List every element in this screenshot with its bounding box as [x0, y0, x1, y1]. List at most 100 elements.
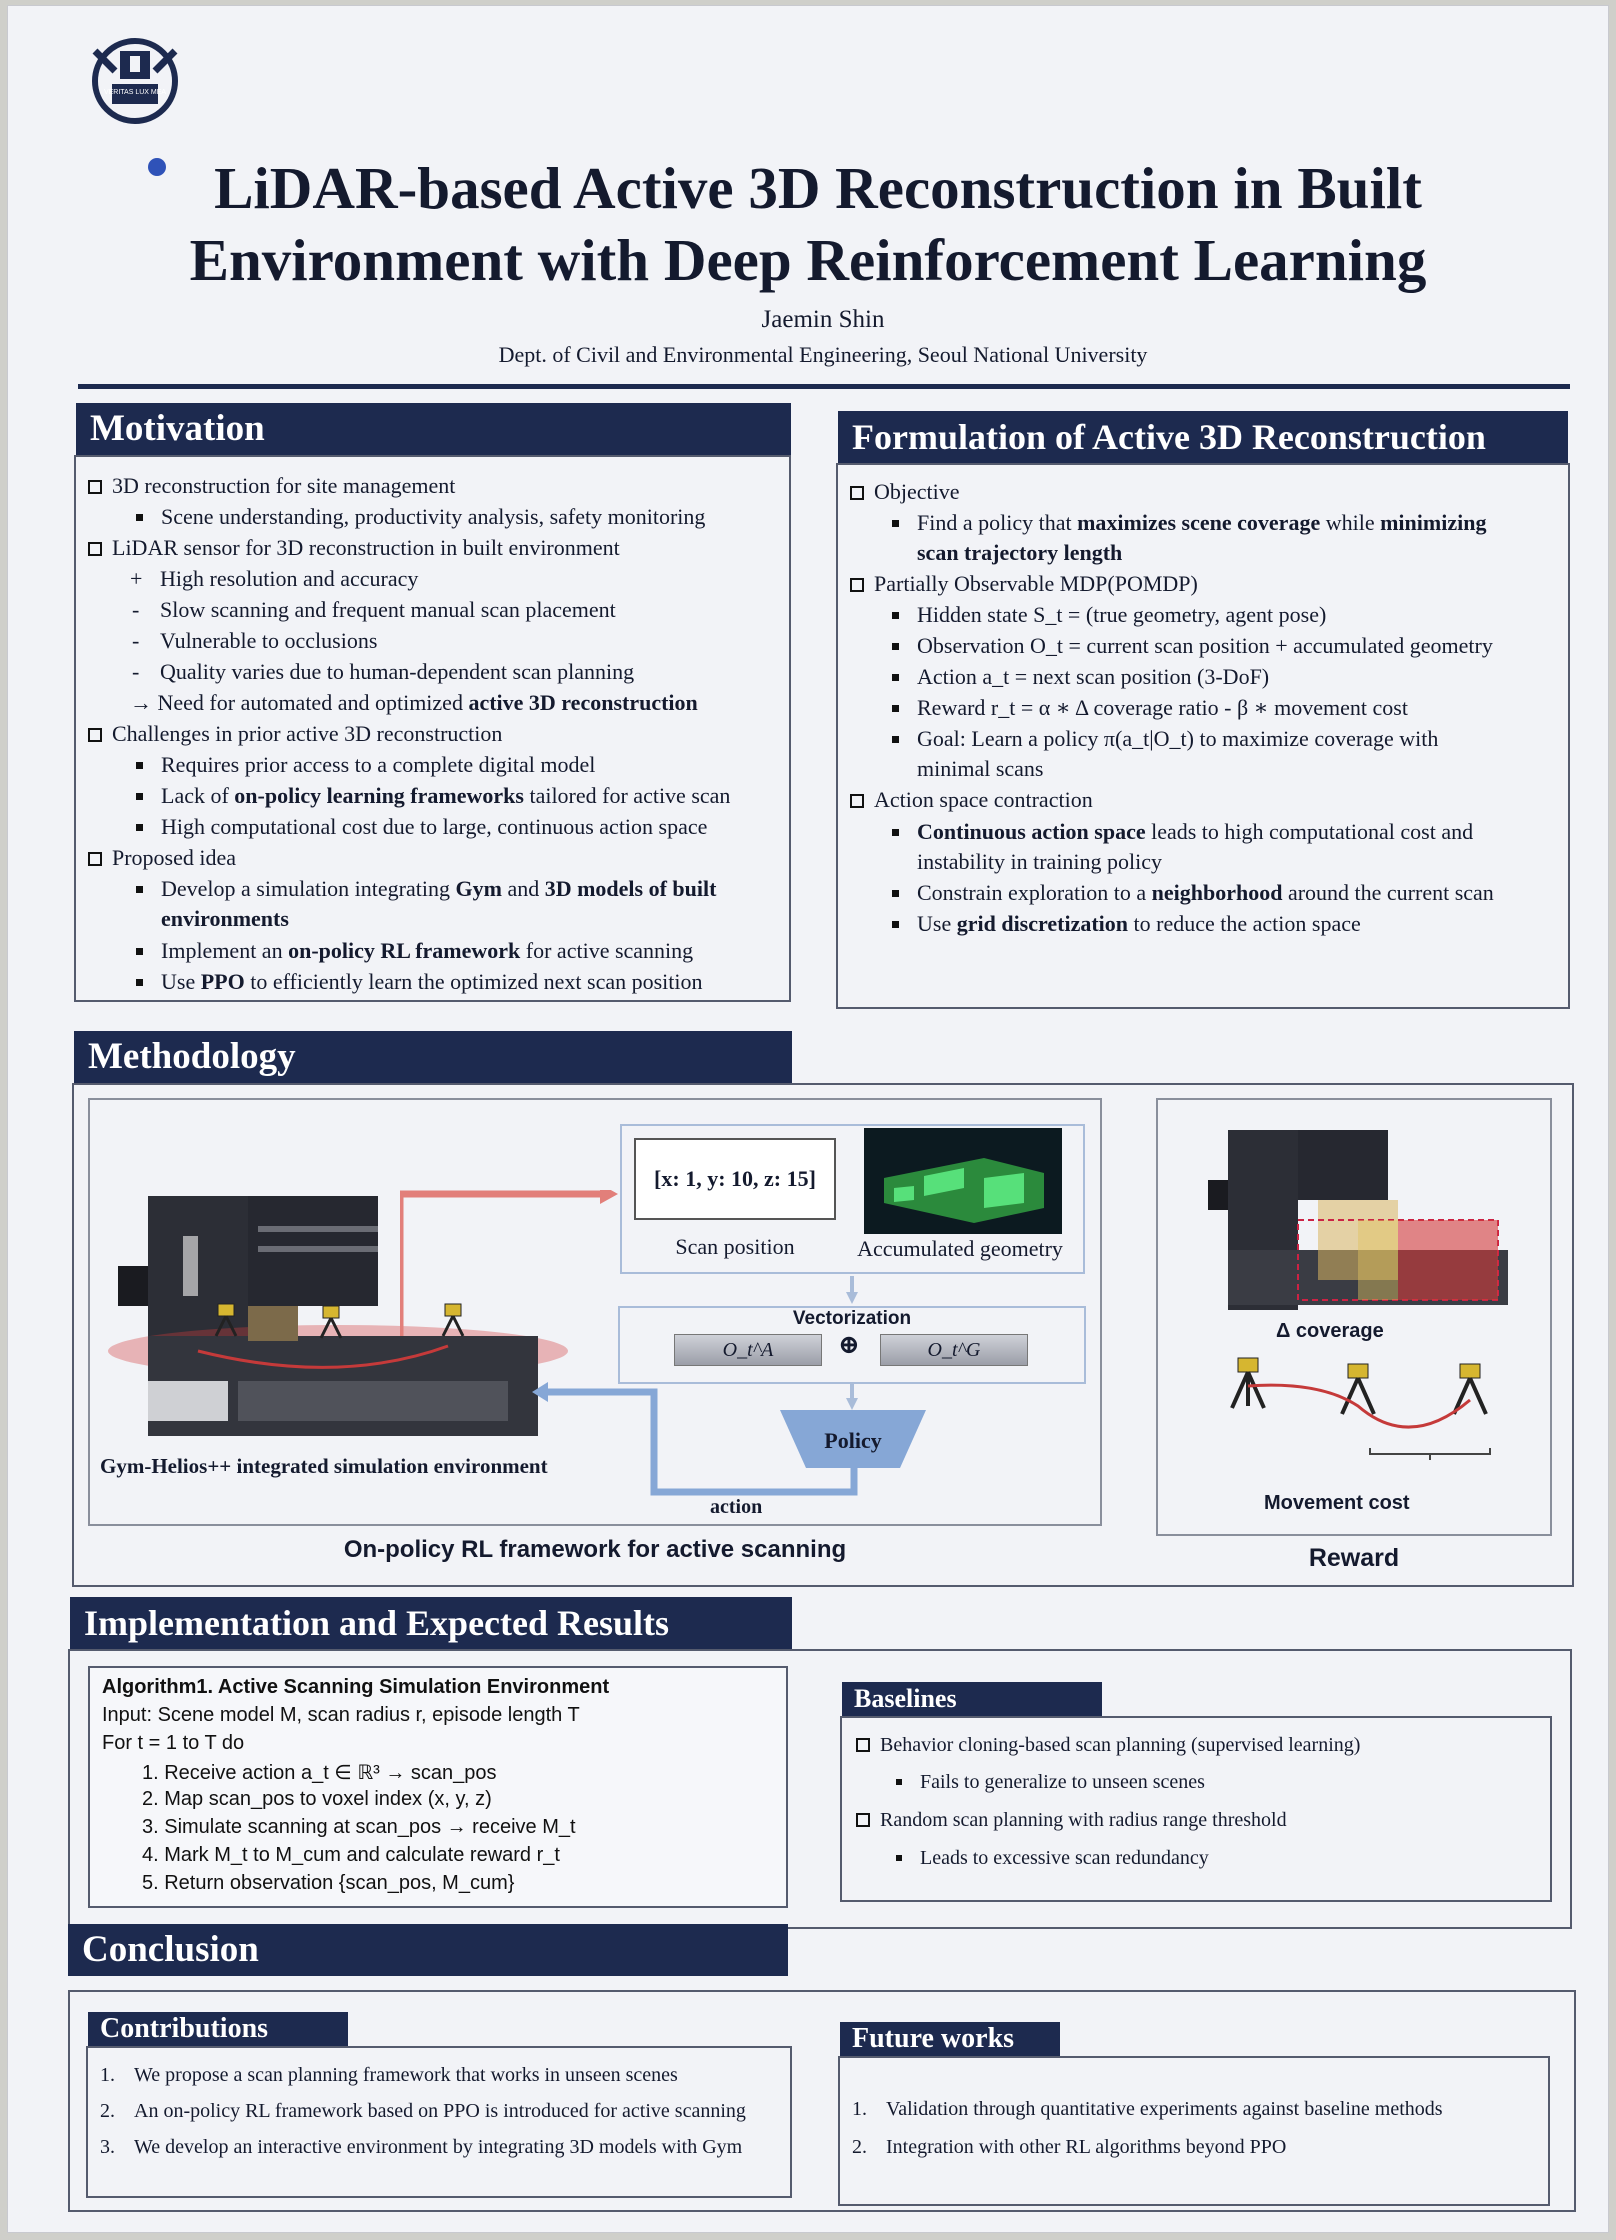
bullet-text: Action space contraction	[874, 787, 1093, 812]
bold-text: neighborhood	[1151, 880, 1283, 905]
checkbox-icon	[856, 1738, 870, 1752]
square-bullet-icon	[892, 736, 899, 743]
bullet-text: instability in training policy	[917, 849, 1163, 874]
bullet-text: Slow scanning and frequent manual scan p…	[160, 597, 616, 622]
oa-text: O_t^A	[722, 1339, 774, 1361]
bullet-text: Challenges in prior active 3D reconstruc…	[112, 721, 503, 746]
formulation-box: Objective Find a policy that maximizes s…	[836, 463, 1570, 1009]
square-bullet-icon	[892, 890, 899, 897]
bullet-text: Find a policy that	[917, 510, 1078, 535]
title-line-1: LiDAR-based Active 3D Reconstruction in …	[214, 155, 1422, 221]
future-work-item: Validation through quantitative experime…	[886, 2098, 1443, 2120]
reward-caption: Reward	[1308, 1544, 1400, 1572]
motivation-box: 3D reconstruction for site management Sc…	[74, 455, 791, 1002]
square-bullet-icon	[896, 1855, 902, 1861]
bullet-text: Requires prior access to a complete digi…	[161, 752, 596, 777]
bullet-text: around the current scan	[1282, 880, 1494, 905]
checkbox-icon	[850, 794, 864, 808]
oplus-symbol: ⊕	[838, 1330, 860, 1359]
delta-coverage-label: Δ coverage	[1276, 1320, 1384, 1342]
bold-text: maximizes scene coverage	[1077, 510, 1321, 535]
minus-marker: -	[132, 659, 140, 684]
scan-position-label: Scan position	[675, 1234, 795, 1259]
square-bullet-icon	[896, 1779, 902, 1785]
checkbox-icon	[850, 578, 864, 592]
down-arrow-1	[846, 1276, 858, 1304]
list-number: 2.	[852, 2136, 867, 2158]
vectorization-group	[618, 1306, 1086, 1384]
vectorization-label: Vectorization	[792, 1308, 912, 1329]
future-works-box: 1. Validation through quantitative experi…	[838, 2056, 1550, 2206]
bullet-text: Reward r_t = α ∗ Δ coverage ratio - β ∗ …	[917, 695, 1408, 720]
algorithm-input: Input: Scene model M, scan radius r, epi…	[102, 1704, 580, 1726]
square-bullet-icon	[892, 612, 899, 619]
bold-text: Gym	[455, 876, 502, 901]
plus-marker: +	[130, 566, 143, 591]
conclusion-box	[68, 1990, 1576, 2212]
square-bullet-icon	[136, 793, 143, 800]
contribution-item: An on-policy RL framework based on PPO i…	[134, 2100, 746, 2122]
title-bullet	[148, 158, 166, 176]
bullet-text: Use	[161, 969, 201, 994]
formulation-text: Objective Find a policy that maximizes s…	[850, 479, 1560, 999]
baselines-header: Baselines	[842, 1682, 1102, 1716]
policy-label: Policy	[824, 1428, 882, 1453]
conclusion-header: Conclusion	[68, 1924, 788, 1976]
square-bullet-icon	[136, 762, 143, 769]
bullet-text: Constrain exploration to a	[917, 880, 1152, 905]
action-arrow	[532, 1382, 858, 1498]
og-block: O_t^G	[880, 1334, 1028, 1366]
algorithm-title: Algorithm1. Active Scanning Simulation E…	[102, 1676, 610, 1698]
methodology-box	[72, 1083, 1574, 1587]
bullet-text: Implement an	[161, 938, 289, 963]
baseline-item: Behavior cloning-based scan planning (su…	[880, 1734, 1361, 1756]
baseline-detail: Fails to generalize to unseen scenes	[920, 1771, 1205, 1793]
list-number: 1.	[852, 2098, 867, 2120]
bold-text: minimizing	[1380, 510, 1487, 535]
square-bullet-icon	[892, 829, 899, 836]
action-label: action	[710, 1496, 763, 1518]
algorithm-step: 4. Mark M_t to M_cum and calculate rewar…	[142, 1844, 560, 1866]
scan-position-value: [x: 1, y: 10, z: 15]	[634, 1138, 836, 1220]
implementation-box	[68, 1649, 1572, 1929]
author: Jaemin Shin	[761, 306, 885, 333]
bullet-text: and	[501, 876, 545, 901]
university-logo: VERITAS LUX MEA	[80, 26, 190, 136]
movement-cost-label: Movement cost	[1264, 1492, 1410, 1514]
algorithm-step: 2. Map scan_pos to voxel index (x, y, z)	[142, 1788, 492, 1810]
bold-text: on-policy RL framework	[288, 938, 521, 963]
contributions-box: 1.We propose a scan planning framework t…	[86, 2046, 792, 2198]
checkbox-icon	[856, 1813, 870, 1827]
list-number: 3.	[100, 2136, 115, 2158]
bullet-text: leads to high computational cost and	[1145, 819, 1474, 844]
bold-text: scan trajectory length	[917, 540, 1123, 565]
bold-text: grid discretization	[956, 911, 1129, 936]
list-number: 2.	[100, 2100, 115, 2122]
future-work-item: Integration with other RL algorithms bey…	[886, 2136, 1287, 2158]
formulation-header: Formulation of Active 3D Reconstruction	[838, 411, 1568, 463]
motivation-text: 3D reconstruction for site management Sc…	[88, 473, 778, 994]
square-bullet-icon	[892, 921, 899, 928]
square-bullet-icon	[136, 886, 143, 893]
affiliation: Dept. of Civil and Environmental Enginee…	[498, 342, 1148, 367]
accumulated-geometry-render	[864, 1128, 1062, 1234]
bullet-text: for active scanning	[520, 938, 694, 963]
poster-title: LiDAR-based Active 3D Reconstruction in …	[8, 152, 1608, 296]
bullet-text: Use	[917, 911, 957, 936]
baselines-box: Behavior cloning-based scan planning (su…	[840, 1716, 1552, 1902]
og-text: O_t^G	[927, 1339, 981, 1361]
bullet-text: Observation O_t = current scan position …	[917, 633, 1493, 658]
simulation-building-render	[108, 1186, 568, 1446]
list-number: 1.	[100, 2064, 115, 2086]
bold-text: Continuous action space	[917, 819, 1146, 844]
bullet-text: Hidden state S_t = (true geometry, agent…	[917, 602, 1327, 627]
bullet-text: Goal: Learn a policy π(a_t|O_t) to maxim…	[917, 726, 1439, 751]
checkbox-icon	[88, 728, 102, 742]
bullet-text: Lack of	[161, 783, 235, 808]
title-line-2: Environment with Deep Reinforcement Lear…	[189, 227, 1427, 293]
square-bullet-icon	[892, 643, 899, 650]
title-rule	[78, 384, 1570, 389]
square-bullet-icon	[136, 948, 143, 955]
checkbox-icon	[88, 542, 102, 556]
framework-panel	[88, 1098, 1102, 1526]
